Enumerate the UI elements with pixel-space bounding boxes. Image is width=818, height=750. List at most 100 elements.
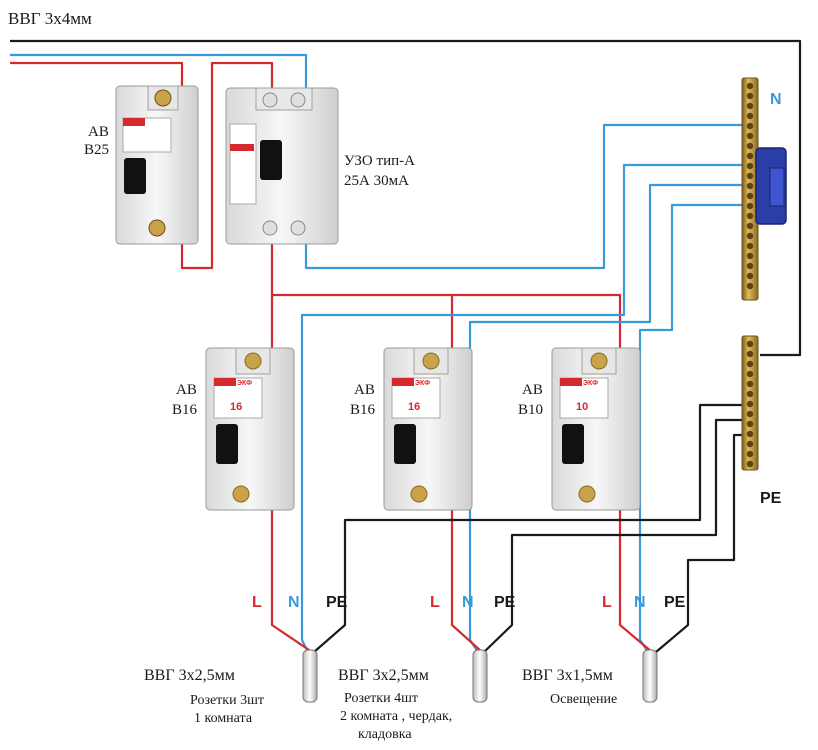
line-out-3 bbox=[618, 510, 653, 653]
breaker-rating: 16 bbox=[408, 401, 420, 413]
main-breaker-label-line1: АВ bbox=[88, 124, 109, 140]
breaker-label-line1: АВ bbox=[522, 382, 543, 398]
pe-bus-bar: PE bbox=[741, 335, 782, 507]
line-out-1 bbox=[270, 510, 313, 653]
conductor-label-n: N bbox=[462, 594, 474, 611]
bus-screw bbox=[746, 112, 754, 120]
line-out-2 bbox=[450, 510, 483, 653]
bus-screw bbox=[746, 430, 754, 438]
bus-screw bbox=[746, 192, 754, 200]
neutral-bus-bar: N bbox=[741, 77, 787, 301]
breaker-toggle[interactable] bbox=[394, 424, 416, 464]
main-breaker-label-line2: В25 bbox=[84, 142, 109, 158]
group-breaker-3: ЭКФ 10 АВ В10 bbox=[518, 347, 641, 511]
breaker-label-line1: АВ bbox=[354, 382, 375, 398]
neutral-input-wire bbox=[10, 53, 748, 270]
bus-screw bbox=[746, 370, 754, 378]
cable-1-desc-line2: 1 комната bbox=[194, 711, 253, 726]
main-breaker-toggle[interactable] bbox=[124, 158, 146, 194]
pe-out-2 bbox=[483, 418, 748, 653]
rcd-device: УЗО тип-А 25А 30мА bbox=[225, 87, 415, 245]
bus-screw bbox=[746, 420, 754, 428]
terminal-screw-icon bbox=[578, 485, 596, 503]
breaker-brand: ЭКФ bbox=[237, 380, 252, 387]
bus-screw bbox=[746, 152, 754, 160]
terminal-screw-icon bbox=[590, 352, 608, 370]
terminal-screw-icon bbox=[244, 352, 262, 370]
breaker-brand: ЭКФ bbox=[415, 380, 430, 387]
pe-input-wire bbox=[10, 39, 802, 357]
bus-screw bbox=[746, 92, 754, 100]
conductor-label-l: L bbox=[430, 594, 440, 611]
breaker-brand-strip bbox=[560, 378, 582, 386]
bus-screw bbox=[746, 450, 754, 458]
line-input-wire bbox=[10, 61, 274, 270]
cable-1-desc-line1: Розетки 3шт bbox=[190, 693, 264, 708]
bus-screw bbox=[746, 360, 754, 368]
conductor-label-l: L bbox=[602, 594, 612, 611]
bus-screw bbox=[746, 410, 754, 418]
cable-2-desc-line3: кладовка bbox=[358, 727, 412, 742]
bus-screw bbox=[746, 212, 754, 220]
bus-screw bbox=[746, 390, 754, 398]
conductor-label-l: L bbox=[252, 594, 262, 611]
breaker-brand-strip bbox=[214, 378, 236, 386]
pe-out-3 bbox=[655, 433, 748, 653]
bus-screw bbox=[746, 182, 754, 190]
breaker-label-line2: В16 bbox=[172, 402, 198, 418]
breaker-toggle[interactable] bbox=[562, 424, 584, 464]
cable-sleeve-3 bbox=[642, 649, 658, 703]
neutral-out-3 bbox=[638, 203, 748, 653]
rcd-label-line2: 25А 30мА bbox=[344, 173, 409, 189]
breaker-top-terminal bbox=[413, 347, 449, 375]
conductor-label-pe: PE bbox=[494, 594, 516, 611]
conductor-label-n: N bbox=[634, 594, 646, 611]
bus-screw bbox=[746, 102, 754, 110]
neutral-bus-label: N bbox=[770, 91, 782, 108]
input-cable-title: ВВГ 3х4мм bbox=[8, 9, 92, 28]
bus-screw bbox=[746, 262, 754, 270]
cable-sleeves bbox=[302, 649, 658, 703]
breaker-rating: 16 bbox=[230, 401, 242, 413]
bus-screw bbox=[746, 460, 754, 468]
rcd-label-line1: УЗО тип-А bbox=[344, 153, 415, 169]
line-bus-wire bbox=[270, 240, 622, 360]
bus-screw bbox=[746, 222, 754, 230]
bus-screw bbox=[746, 82, 754, 90]
main-breaker: АВ В25 bbox=[84, 85, 199, 245]
bus-screw bbox=[746, 242, 754, 250]
cable-1-name: ВВГ 3х2,5мм bbox=[144, 667, 235, 684]
group-breaker-2: ЭКФ 16 АВ В16 bbox=[350, 347, 473, 511]
bus-screw bbox=[746, 440, 754, 448]
bus-screw bbox=[746, 272, 754, 280]
breaker-brand-strip bbox=[392, 378, 414, 386]
terminal-screw-icon bbox=[422, 352, 440, 370]
pe-bus-label: PE bbox=[760, 490, 782, 507]
cable-2-name: ВВГ 3х2,5мм bbox=[338, 667, 429, 684]
breaker-label-line2: В16 bbox=[350, 402, 376, 418]
breaker-rating: 10 bbox=[576, 401, 588, 413]
bus-screw bbox=[746, 162, 754, 170]
breaker-label-line2: В10 bbox=[518, 402, 543, 418]
conductor-label-pe: PE bbox=[326, 594, 348, 611]
cable-2-desc-line2: 2 комната , чердак, bbox=[340, 709, 452, 724]
cable-sleeve-1 bbox=[302, 649, 318, 703]
bus-screw bbox=[746, 122, 754, 130]
cable-captions: ВВГ 3х2,5мм Розетки 3шт 1 комната ВВГ 3х… bbox=[144, 667, 617, 742]
bus-screw bbox=[746, 132, 754, 140]
bus-screw bbox=[746, 252, 754, 260]
bus-screw bbox=[746, 232, 754, 240]
bus-screw bbox=[746, 340, 754, 348]
conductor-label-pe: PE bbox=[664, 594, 686, 611]
wires bbox=[10, 39, 802, 653]
bus-screw bbox=[746, 400, 754, 408]
terminal-screw-icon bbox=[232, 485, 250, 503]
breaker-brand: ЭКФ bbox=[583, 380, 598, 387]
rcd-toggle[interactable] bbox=[260, 140, 282, 180]
breaker-toggle[interactable] bbox=[216, 424, 238, 464]
bus-screw bbox=[746, 142, 754, 150]
bus-screw bbox=[746, 172, 754, 180]
